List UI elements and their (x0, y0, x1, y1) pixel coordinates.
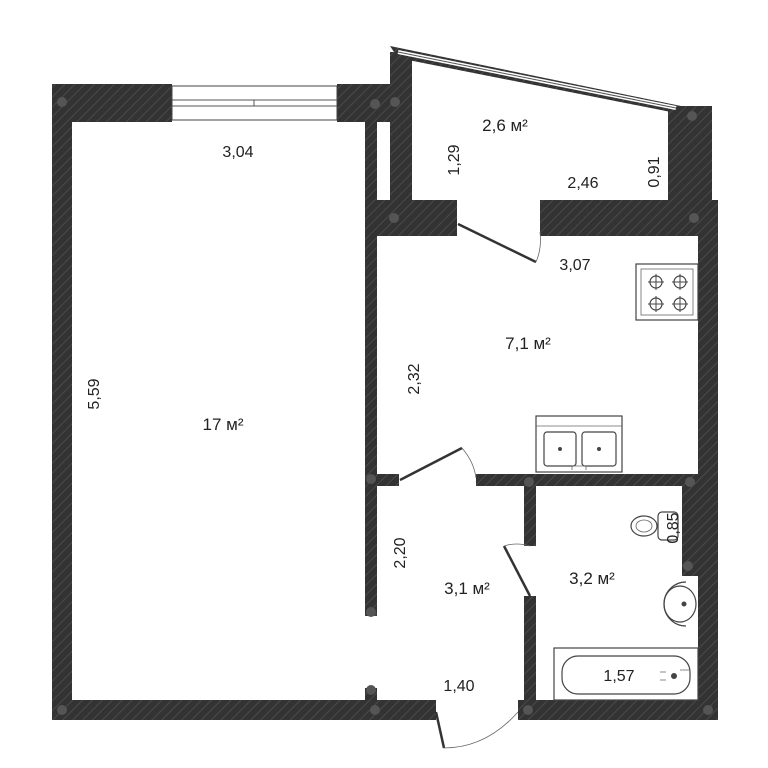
wall-bottom-right (518, 700, 718, 720)
door-entrance[interactable] (434, 711, 519, 749)
living-room-area: 17 м² (203, 415, 244, 434)
sink-icon (535, 415, 623, 473)
wall-bottom-left (52, 700, 436, 720)
dim-bath-toilet: 0,85 (665, 512, 682, 543)
walls (52, 46, 718, 720)
bathtub-icon (553, 647, 699, 701)
dim-bathtub: 1,57 (603, 668, 634, 685)
wall-living-left (52, 84, 72, 720)
dim-kitchen-length: 2,32 (406, 363, 423, 394)
wall-junctions (57, 97, 713, 715)
wall-balcony-right (668, 106, 712, 204)
dim-balcony-width: 2,46 (567, 175, 598, 192)
wall-bath-niche (682, 486, 698, 576)
washbasin-icon (663, 581, 697, 627)
door-kitchen[interactable] (399, 446, 477, 482)
wall-kitchen-hall-left (377, 474, 399, 486)
bathroom-area: 3,2 м² (569, 569, 615, 588)
wall-partition-upper (365, 122, 377, 616)
dim-hall-width: 1,40 (443, 678, 474, 695)
window-balcony (397, 50, 677, 110)
dim-living-length: 5,59 (86, 378, 103, 409)
hall-area: 3,1 м² (444, 579, 490, 598)
dim-kitchen-width: 3,07 (559, 257, 590, 274)
wall-living-top-right (337, 84, 397, 122)
stove-icon (635, 263, 699, 321)
wall-balcony-left (390, 52, 412, 222)
wall-hall-bath-upper (524, 486, 536, 546)
kitchen-area: 7,1 м² (505, 334, 551, 353)
window-living (171, 85, 338, 121)
balcony-area: 2,6 м² (482, 116, 528, 135)
toilet-icon (630, 511, 679, 541)
wall-right (698, 200, 718, 720)
door-balcony[interactable] (457, 222, 541, 264)
door-bathroom[interactable] (502, 543, 532, 597)
wall-kitchen-bath (476, 474, 698, 486)
dim-hall-length: 2,20 (392, 537, 409, 568)
wall-balcony-kitchen-right (540, 200, 718, 236)
dim-balcony-left: 1,29 (446, 144, 463, 175)
dim-balcony-right: 0,91 (646, 156, 663, 187)
wall-hall-bath-lower (524, 596, 536, 702)
dim-living-width: 3,04 (222, 144, 253, 161)
